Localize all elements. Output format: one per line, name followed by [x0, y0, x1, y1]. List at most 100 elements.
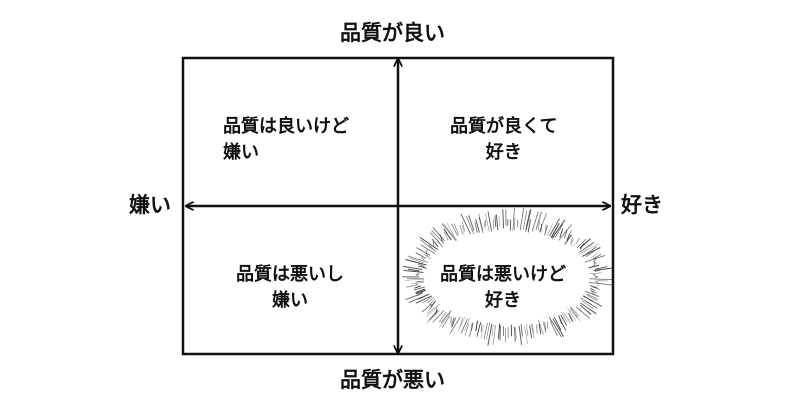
burst-line: [434, 308, 438, 315]
burst-line: [498, 215, 500, 228]
burst-line: [595, 266, 608, 270]
burst-line: [532, 323, 534, 333]
burst-line: [416, 247, 431, 256]
burst-line: [420, 244, 436, 255]
burst-line: [536, 324, 538, 334]
burst-line: [405, 259, 427, 266]
burst-line: [480, 323, 483, 333]
burst-line: [486, 322, 490, 339]
burst-line: [407, 255, 428, 263]
burst-line: [593, 267, 613, 271]
burst-line: [520, 324, 523, 337]
burst-line: [567, 308, 582, 322]
burst-line: [570, 236, 573, 244]
burst-line: [468, 215, 475, 231]
burst-line: [552, 318, 564, 337]
burst-line: [431, 238, 439, 248]
burst-line: [595, 281, 599, 283]
burst-line: [535, 211, 543, 230]
burst-line: [589, 287, 595, 292]
burst-line: [519, 208, 525, 231]
burst-line: [538, 319, 544, 335]
burst-line: [432, 309, 445, 323]
burst-line: [586, 295, 598, 302]
burst-line: [570, 306, 580, 317]
burst-line: [441, 315, 451, 329]
burst-line: [458, 316, 466, 331]
burst-line: [403, 269, 424, 273]
burst-line: [523, 210, 528, 229]
burst-line: [440, 310, 452, 324]
burst-line: [563, 230, 568, 239]
burst-line: [591, 291, 595, 295]
burst-line: [582, 304, 597, 315]
burst-line: [590, 289, 597, 294]
burst-line: [498, 323, 501, 339]
burst-line: [586, 293, 598, 300]
burst-line: [487, 211, 492, 232]
burst-line: [568, 312, 574, 322]
burst-line: [487, 324, 493, 346]
burst-line: [544, 224, 549, 236]
burst-line: [485, 213, 490, 232]
burst-line: [499, 325, 502, 341]
quadrant-top-left: 品質は良いけど 嫌い: [223, 114, 349, 166]
burst-line: [443, 228, 452, 241]
burst-line: [589, 272, 602, 275]
burst-line: [550, 223, 560, 238]
burst-line: [527, 219, 531, 233]
burst-line: [581, 300, 595, 310]
quadrant-bottom-left-line2: 嫌い: [272, 290, 308, 312]
burst-line: [585, 250, 595, 258]
burst-line: [451, 317, 455, 327]
burst-line: [425, 249, 428, 254]
burst-line: [592, 286, 601, 290]
burst-line: [415, 252, 427, 259]
burst-line: [491, 324, 494, 337]
burst-line: [593, 258, 597, 263]
burst-line: [580, 304, 592, 315]
burst-line: [593, 262, 597, 266]
burst-line: [530, 323, 535, 339]
burst-line: [592, 253, 602, 260]
burst-line: [585, 290, 599, 297]
burst-line: [426, 310, 440, 323]
burst-line: [591, 252, 598, 258]
burst-line: [588, 281, 614, 286]
burst-line: [415, 288, 425, 294]
burst-line: [539, 213, 547, 232]
burst-line: [418, 293, 430, 300]
burst-line: [480, 324, 484, 339]
burst-line: [558, 224, 572, 241]
burst-line: [415, 283, 418, 285]
axis-label-left: 嫌い: [129, 193, 171, 217]
burst-line: [588, 298, 603, 307]
burst-line: [593, 261, 596, 264]
burst-line: [417, 273, 421, 275]
burst-line: [441, 223, 457, 242]
burst-line: [483, 322, 488, 340]
burst-line: [419, 236, 439, 250]
burst-line: [584, 255, 606, 263]
burst-line: [428, 298, 436, 305]
burst-line: [597, 284, 599, 287]
burst-line: [460, 318, 468, 334]
burst-line: [570, 238, 574, 246]
burst-line: [406, 284, 419, 288]
burst-line: [429, 232, 441, 244]
burst-line: [413, 286, 425, 291]
quadrant-bottom-right-line1: 品質は悪いけど: [440, 264, 566, 285]
burst-line: [549, 218, 560, 237]
burst-line: [554, 224, 564, 239]
burst-line: [525, 323, 529, 336]
burst-line: [571, 238, 581, 248]
burst-line: [586, 246, 598, 255]
quadrant-top-right-line2: 好き: [485, 142, 522, 164]
quadrant-top-right: 品質が良くて 好き: [450, 114, 557, 166]
burst-line: [553, 317, 562, 331]
burst-line: [579, 241, 595, 253]
burst-line: [549, 320, 558, 336]
burst-line: [432, 227, 445, 242]
burst-line: [402, 265, 423, 270]
